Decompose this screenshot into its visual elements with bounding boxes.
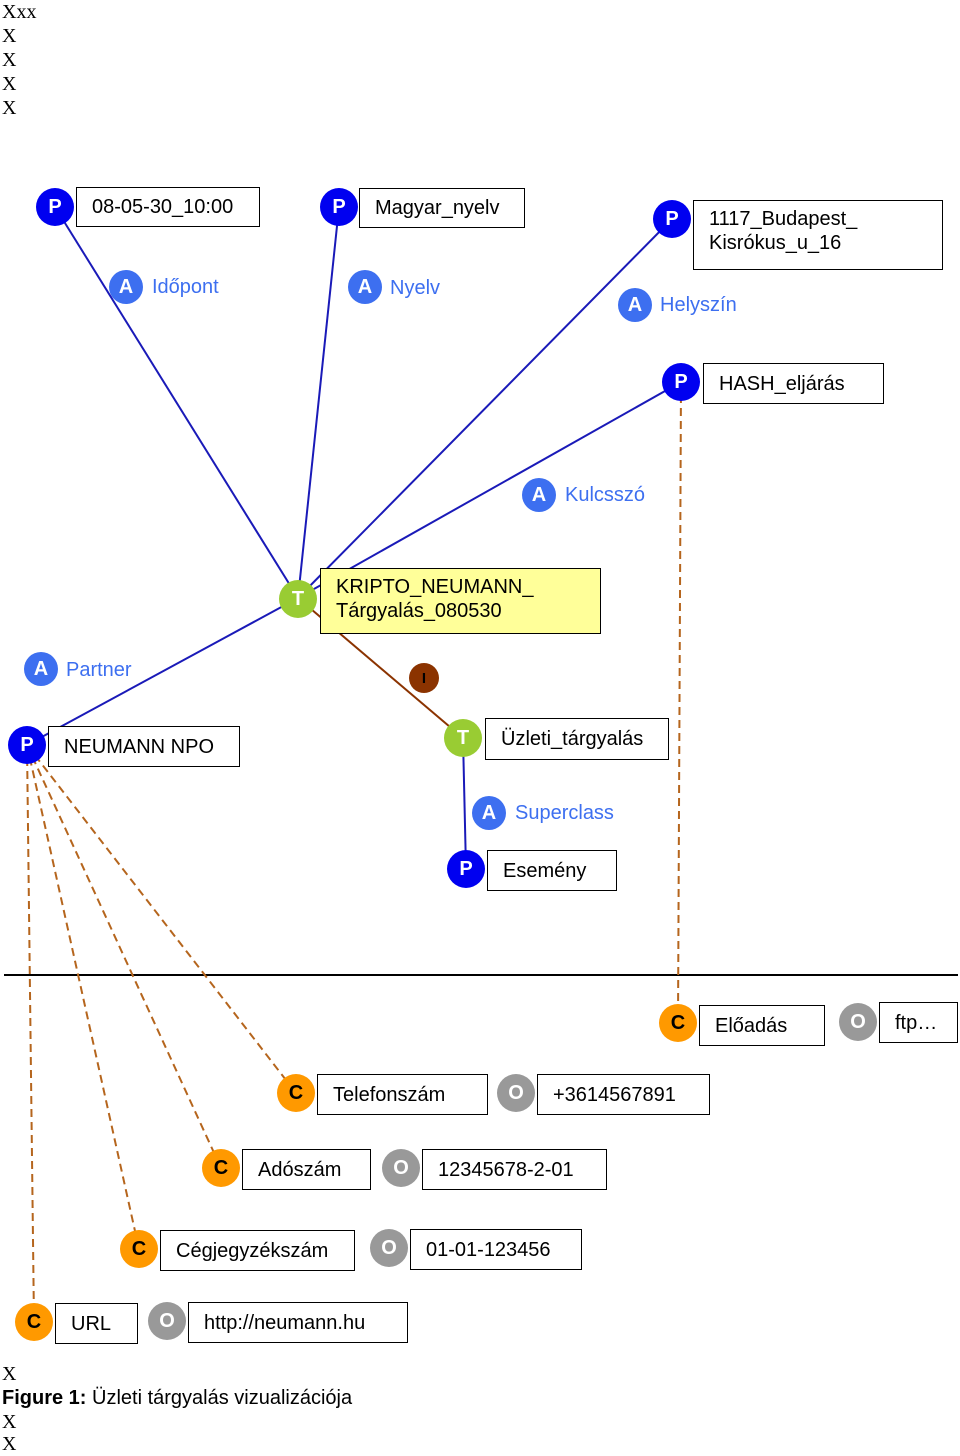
attribute-node-datetime[interactable]: A	[109, 270, 143, 304]
contact-node-telefon[interactable]: C	[277, 1074, 315, 1112]
attribute-node-partner[interactable]: A	[24, 652, 58, 686]
keyword-attribute-label: Kulcsszó	[565, 484, 646, 506]
edge-topic-partner	[26, 597, 299, 746]
edge-partner-url	[26, 744, 35, 1323]
attribute-node-superclass[interactable]: A	[472, 796, 506, 830]
occurrence-value-box[interactable]: 01-01-123456	[410, 1229, 582, 1270]
contact-node-adoszam[interactable]: C	[202, 1149, 240, 1187]
occurrence-node-eloadas[interactable]: O	[839, 1003, 877, 1041]
contact-label-box[interactable]: Telefonszám	[317, 1074, 488, 1115]
edge-topic-hash	[297, 381, 682, 599]
property-node-hash[interactable]: P	[662, 363, 700, 401]
occurrence-node-cegjegyzek[interactable]: O	[370, 1229, 408, 1267]
main-topic-line1: KRIPTO_NEUMANN_	[336, 576, 534, 598]
occurrence-value-box[interactable]: ftp…	[879, 1002, 958, 1043]
topic-node-instance[interactable]: T	[444, 719, 482, 757]
property-node-superclass[interactable]: P	[447, 850, 485, 888]
instance-topic-box[interactable]: Üzleti_tárgyalás	[485, 718, 669, 760]
contact-node-url[interactable]: C	[15, 1303, 53, 1341]
main-topic-box[interactable]: KRIPTO_NEUMANN_ Tárgyalás_080530	[320, 568, 601, 634]
header-mark: X	[2, 73, 17, 95]
attribute-node-location[interactable]: A	[618, 288, 652, 322]
header-mark: X	[2, 97, 17, 119]
edge-topic-datetime	[54, 206, 299, 599]
edge-partner-telefon	[26, 744, 297, 1094]
edge-instance-superclass	[462, 737, 467, 870]
instance-of-node[interactable]: I	[409, 663, 439, 693]
attribute-node-language[interactable]: A	[348, 270, 382, 304]
language-attribute-label: Nyelv	[390, 277, 441, 299]
occurrence-node-telefon[interactable]: O	[497, 1074, 535, 1112]
location-attribute-label: Helyszín	[660, 294, 737, 316]
topic-node-main[interactable]: T	[279, 580, 317, 618]
partner-value-box[interactable]: NEUMANN NPO	[48, 726, 240, 767]
datetime-attribute-label: Időpont	[152, 276, 219, 298]
footer-mark: X	[2, 1411, 17, 1433]
caption-text: Üzleti tárgyalás vizualizációja	[86, 1387, 353, 1409]
edge-partner-cegjegyzek	[26, 744, 140, 1250]
language-value-box[interactable]: Magyar_nyelv	[359, 188, 525, 228]
header-mark: Xxx	[2, 1, 37, 23]
datetime-value-box[interactable]: 08-05-30_10:00	[76, 187, 260, 227]
edge-topic-location	[297, 218, 673, 599]
occurrence-node-url[interactable]: O	[148, 1302, 186, 1340]
occurrence-value-box[interactable]: 12345678-2-01	[422, 1149, 607, 1190]
contact-label-box[interactable]: Cégjegyzékszám	[160, 1230, 355, 1271]
caption-prefix: Figure 1:	[2, 1387, 87, 1409]
property-node-datetime[interactable]: P	[36, 188, 74, 226]
figure-caption: Figure 1: Üzleti tárgyalás vizualizációj…	[2, 1386, 352, 1410]
occurrence-value-box[interactable]: +3614567891	[537, 1074, 710, 1115]
property-node-partner[interactable]: P	[8, 726, 46, 764]
property-node-location[interactable]: P	[653, 200, 691, 238]
edge-hash-eloadas	[677, 381, 682, 1024]
attribute-node-keyword[interactable]: A	[522, 478, 556, 512]
occurrence-value-box[interactable]: http://neumann.hu	[188, 1302, 408, 1343]
edge-topic-language	[297, 206, 340, 599]
contact-node-eloadas[interactable]: C	[659, 1004, 697, 1042]
contact-label-box[interactable]: Előadás	[699, 1005, 825, 1046]
footer-mark: X	[2, 1363, 17, 1385]
contact-node-cegjegyzek[interactable]: C	[120, 1230, 158, 1268]
hash-value-box[interactable]: HASH_eljárás	[703, 363, 884, 404]
contact-label-box[interactable]: Adószám	[242, 1149, 371, 1190]
property-node-language[interactable]: P	[320, 188, 358, 226]
superclass-attribute-label: Superclass	[515, 802, 614, 824]
footer-mark: X	[2, 1433, 17, 1455]
location-value-line1: 1117_Budapest_	[709, 208, 858, 230]
edge-partner-adoszam	[26, 744, 222, 1169]
occurrence-node-adoszam[interactable]: O	[382, 1149, 420, 1187]
partner-attribute-label: Partner	[66, 659, 132, 681]
header-mark: X	[2, 25, 17, 47]
location-value-box[interactable]: 1117_Budapest_ Kisrókus_u_16	[693, 200, 943, 270]
location-value-line2: Kisrókus_u_16	[709, 232, 842, 254]
superclass-value-box[interactable]: Esemény	[487, 850, 617, 891]
header-mark: X	[2, 49, 17, 71]
contact-label-box[interactable]: URL	[55, 1303, 138, 1344]
main-topic-line2: Tárgyalás_080530	[336, 600, 502, 622]
